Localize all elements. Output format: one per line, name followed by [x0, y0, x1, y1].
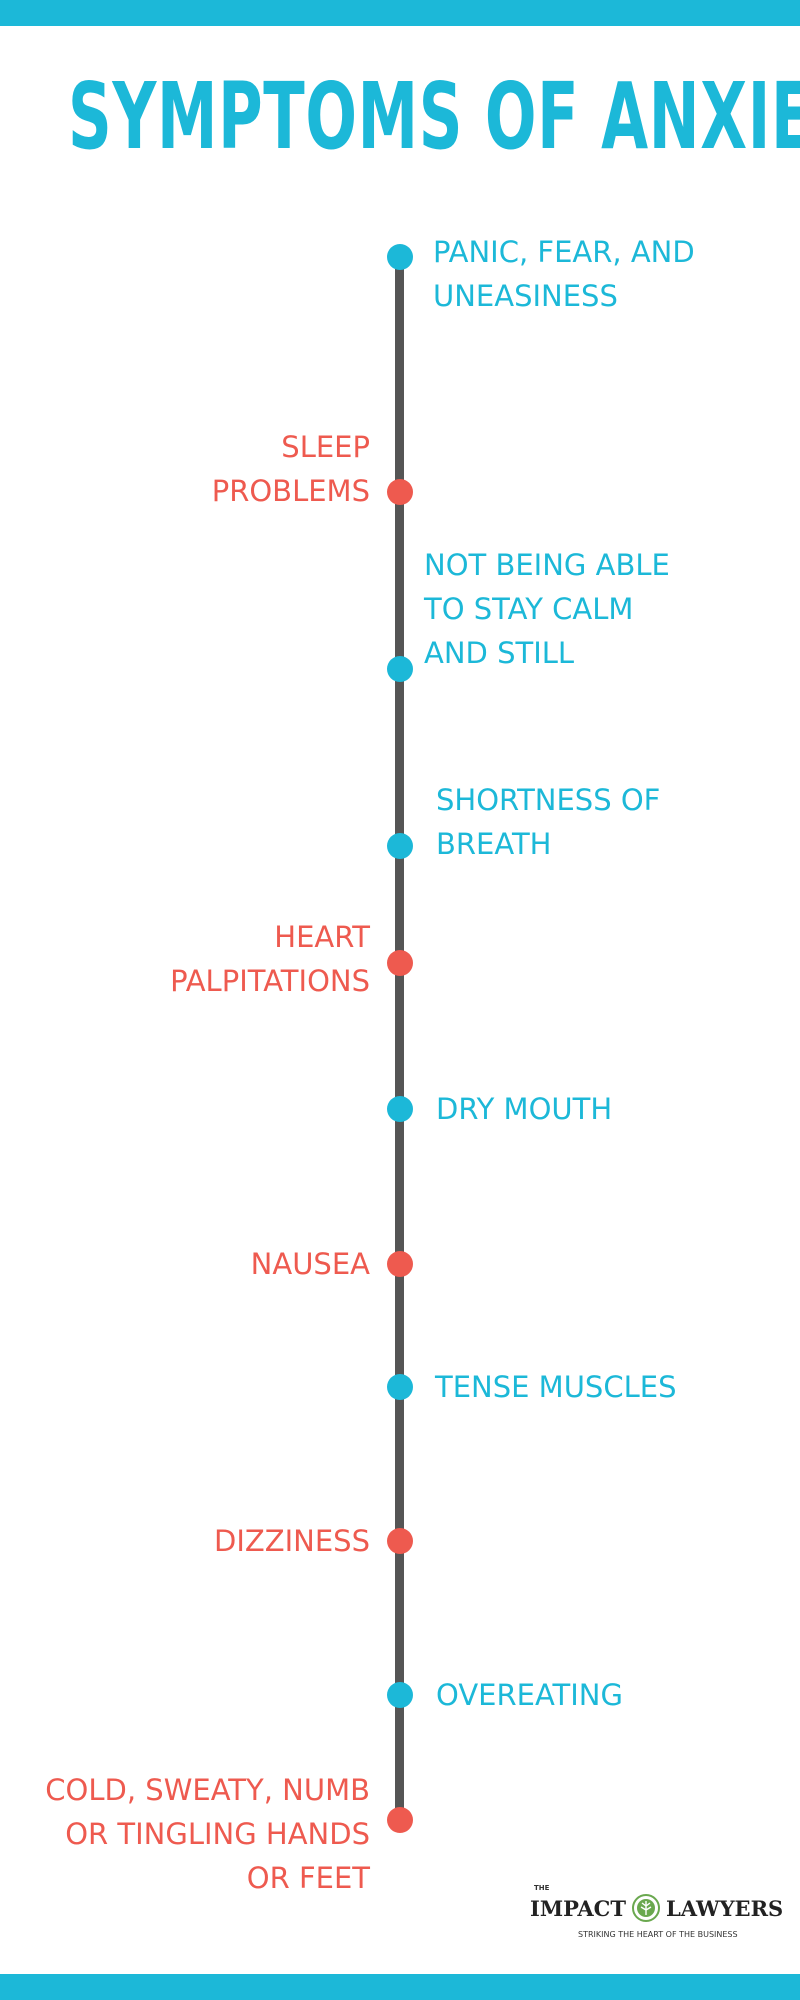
logo-wordmark: THE IMPACT LAWYERS — [530, 1884, 784, 1926]
timeline-dot — [387, 1251, 413, 1277]
page-title: SYMPTOMS OF ANXIETY — [68, 63, 800, 170]
timeline-dot — [387, 244, 413, 270]
symptom-label: OVEREATING — [436, 1678, 623, 1712]
symptom-label: COLD, SWEATY, NUMB OR TINGLING HANDS OR … — [45, 1773, 370, 1895]
symptom-label: SLEEP PROBLEMS — [211, 430, 370, 508]
impact-lawyers-logo: THE IMPACT LAWYERS STRIKING THE HEART OF… — [530, 1884, 784, 1946]
symptom-label: HEART PALPITATIONS — [170, 920, 370, 998]
logo-word-impact: IMPACT — [530, 1895, 626, 1921]
top-accent-bar — [0, 0, 800, 26]
bottom-accent-bar — [0, 1974, 800, 2000]
timeline-dot — [387, 656, 413, 682]
logo-the: THE — [534, 1884, 550, 1892]
symptom-label: DRY MOUTH — [436, 1092, 613, 1126]
tree-seal-icon — [631, 1894, 660, 1922]
symptom-label: DIZZINESS — [213, 1524, 370, 1558]
symptom-label: PANIC, FEAR, AND UNEASINESS — [433, 235, 695, 313]
timeline-line — [395, 255, 404, 1820]
symptom-label: NOT BEING ABLE TO STAY CALM AND STILL — [424, 548, 670, 670]
timeline-dot — [387, 1682, 413, 1708]
timeline-dot — [387, 1374, 413, 1400]
timeline-dot — [387, 950, 413, 976]
timeline-dot — [387, 1807, 413, 1833]
logo-tagline: STRIKING THE HEART OF THE BUSINESS — [578, 1930, 738, 1939]
logo-word-lawyers: LAWYERS — [665, 1895, 784, 1921]
timeline-dot — [387, 479, 413, 505]
symptom-label: TENSE MUSCLES — [435, 1370, 677, 1404]
symptom-label: NAUSEA — [250, 1247, 370, 1281]
timeline-dot — [387, 1528, 413, 1554]
symptom-label: SHORTNESS OF BREATH — [436, 783, 661, 861]
timeline-dot — [387, 1096, 413, 1122]
timeline-dot — [387, 833, 413, 859]
